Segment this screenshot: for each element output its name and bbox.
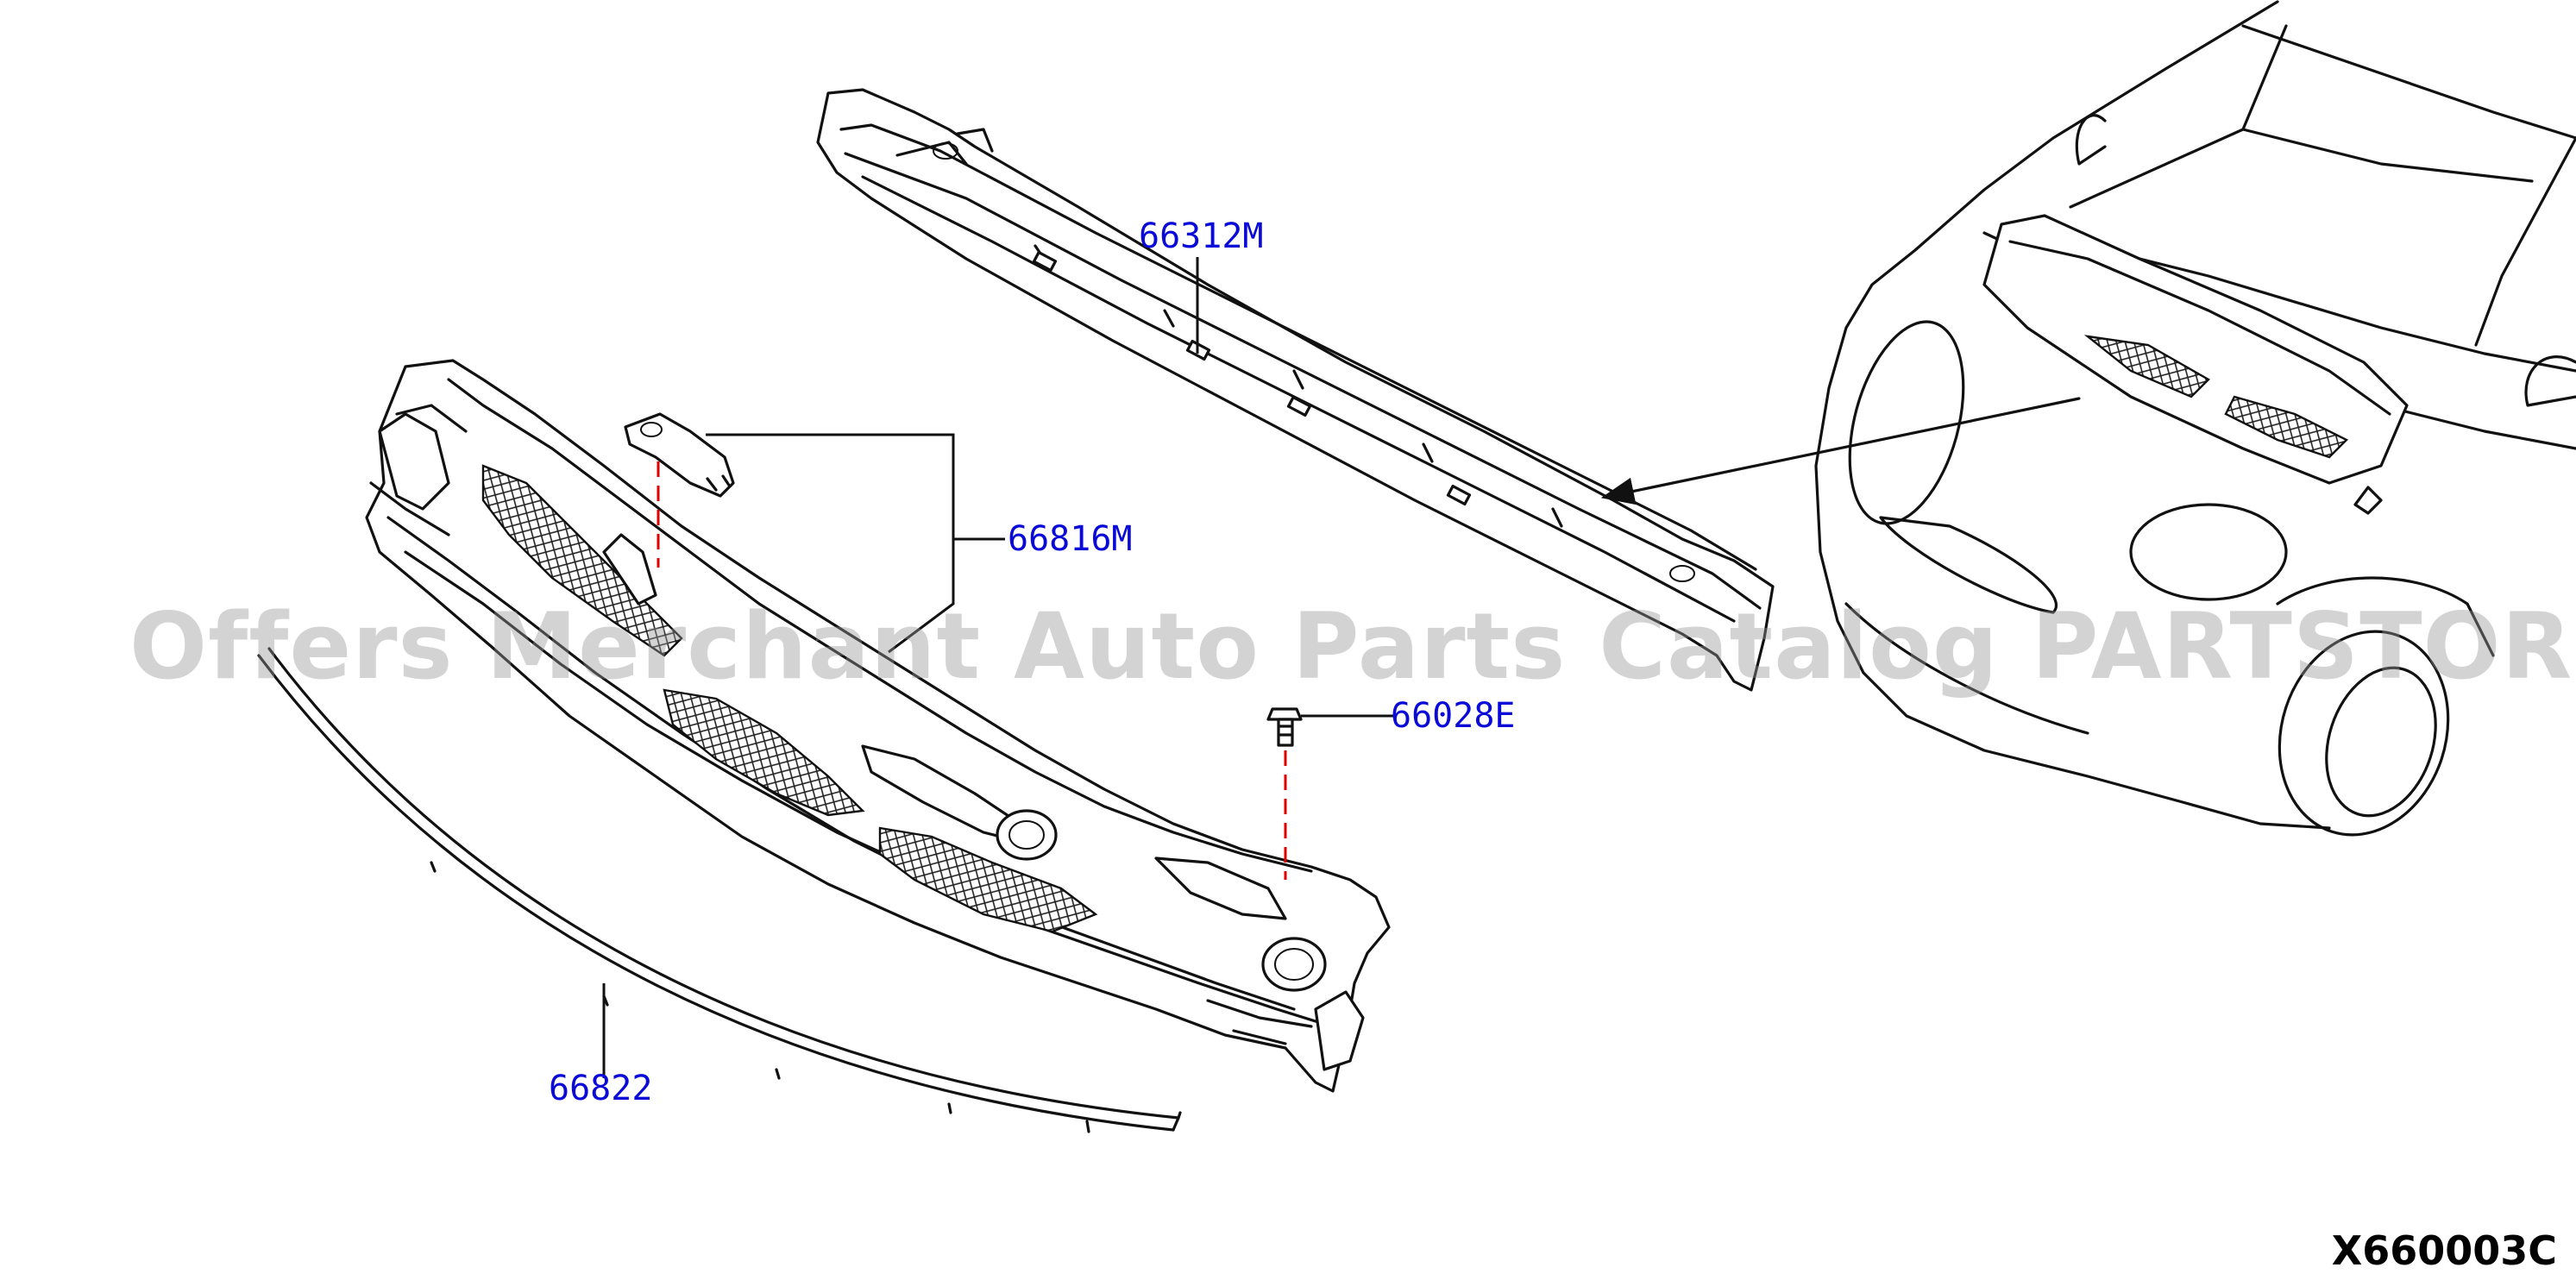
seal-drawing [257, 647, 1182, 1133]
callout-leaders [602, 257, 1393, 1078]
cowl-top-grille-drawing [365, 359, 1391, 1093]
label-66822[interactable]: 66822 [549, 1069, 653, 1108]
label-66028e[interactable]: 66028E [1391, 696, 1516, 736]
clip-drawing [1266, 707, 1303, 747]
vehicle-location-drawing [1600, 0, 2576, 837]
label-66816m[interactable]: 66816M [1008, 519, 1133, 559]
label-66312m[interactable]: 66312M [1139, 216, 1264, 256]
diagram-code: X660003C [2331, 1227, 2557, 1274]
watermark-text: Offers Merchant Auto Parts Catalog PARTS… [129, 593, 2576, 700]
cowl-top-reinforcement-drawing [816, 88, 1775, 692]
grille-cap-drawing [624, 412, 735, 498]
